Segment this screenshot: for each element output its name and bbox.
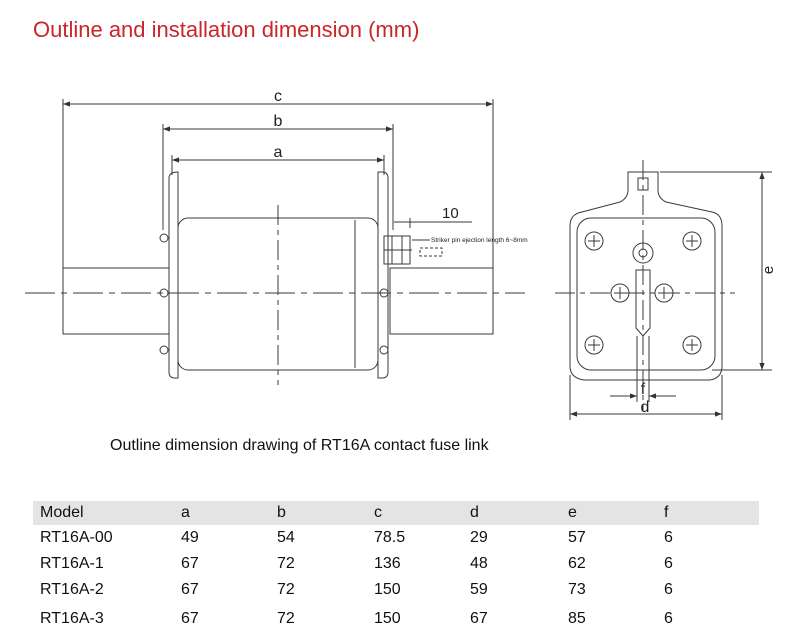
cell-f: 6 <box>664 529 673 546</box>
cell-model: RT16A-00 <box>40 529 113 546</box>
cell-b: 72 <box>277 581 295 598</box>
table-row: RT16A-3 67 72 150 67 85 6 <box>33 603 759 632</box>
cell-model: RT16A-1 <box>40 555 104 572</box>
cell-e: 85 <box>568 610 586 627</box>
striker-note: Striker pin ejection length 6~8mm <box>431 237 528 244</box>
table-header-row: Model a b c d e f <box>33 501 759 525</box>
cell-d: 29 <box>470 529 488 546</box>
dim-label-d: d <box>641 399 650 416</box>
cell-d: 59 <box>470 581 488 598</box>
header-c: c <box>367 501 463 525</box>
outline-dimension-drawing: c b a 10 Striker pin ejection length 6~8… <box>25 88 777 420</box>
header-model: Model <box>33 501 174 525</box>
cell-a: 49 <box>181 529 199 546</box>
dimension-table: Model a b c d e f RT16A-00 49 54 78.5 29… <box>33 501 759 632</box>
cell-e: 73 <box>568 581 586 598</box>
cell-f: 6 <box>664 555 673 572</box>
cell-c: 150 <box>374 581 401 598</box>
cell-e: 57 <box>568 529 586 546</box>
cell-b: 54 <box>277 529 295 546</box>
dim-label-ten: 10 <box>442 205 459 222</box>
cell-b: 72 <box>277 555 295 572</box>
cell-f: 6 <box>664 581 673 598</box>
dim-label-e: e <box>760 266 777 274</box>
header-f: f <box>657 501 759 525</box>
cell-model: RT16A-2 <box>40 581 104 598</box>
cell-e: 62 <box>568 555 586 572</box>
dim-label-c: c <box>274 88 282 105</box>
cell-c: 150 <box>374 610 401 627</box>
cell-model: RT16A-3 <box>40 610 104 627</box>
cell-a: 67 <box>181 581 199 598</box>
cell-c: 136 <box>374 555 401 572</box>
header-a: a <box>174 501 270 525</box>
cell-f: 6 <box>664 610 673 627</box>
header-d: d <box>463 501 561 525</box>
cell-d: 48 <box>470 555 488 572</box>
page-title: Outline and installation dimension (mm) <box>33 17 420 42</box>
dim-label-a: a <box>274 144 283 161</box>
cell-c: 78.5 <box>374 529 406 546</box>
cell-b: 72 <box>277 610 295 627</box>
cell-a: 67 <box>181 610 199 627</box>
table-row: RT16A-00 49 54 78.5 29 57 6 <box>33 525 759 551</box>
dim-label-f: f <box>641 381 646 398</box>
cell-d: 67 <box>470 610 488 627</box>
cell-a: 67 <box>181 555 199 572</box>
table-row: RT16A-2 67 72 150 59 73 6 <box>33 577 759 603</box>
drawing-caption: Outline dimension drawing of RT16A conta… <box>110 437 489 454</box>
header-b: b <box>270 501 367 525</box>
table-row: RT16A-1 67 72 136 48 62 6 <box>33 551 759 577</box>
header-e: e <box>561 501 657 525</box>
dim-label-b: b <box>274 113 283 130</box>
